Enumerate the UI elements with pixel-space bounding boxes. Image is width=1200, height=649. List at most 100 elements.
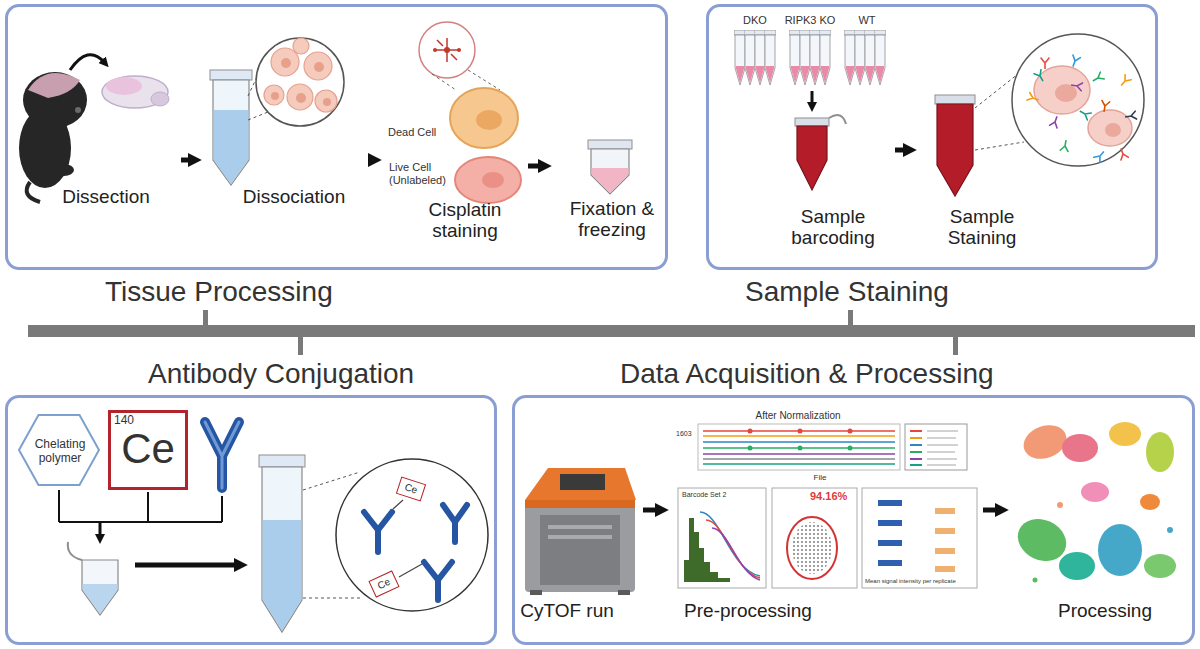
cisplatin-cells xyxy=(476,110,502,130)
normalization-chart xyxy=(798,446,803,451)
cisplatin-cells xyxy=(433,48,437,52)
process-step: Dissection xyxy=(15,38,178,218)
umap-clusters xyxy=(1033,578,1038,583)
step-label: Pre-processing xyxy=(668,600,828,622)
timeline-bar xyxy=(953,336,958,355)
brain-illustration xyxy=(102,76,169,108)
stained-cells-zoom xyxy=(1117,147,1128,160)
sample-tubes xyxy=(809,30,821,85)
cell-suspension-zoom xyxy=(323,98,331,106)
axis-title: Mean signal intensity per replicate xyxy=(865,578,975,585)
sample-tubes xyxy=(819,30,831,85)
workflow-panel: Sample StainingSample barcodingSample St… xyxy=(706,4,1158,270)
step-label: Processing xyxy=(1030,600,1180,622)
stained-cells-zoom xyxy=(1012,34,1144,166)
cell-suspension-zoom xyxy=(293,38,309,54)
process-step: Pre-processing xyxy=(672,405,980,633)
stained-cells-zoom xyxy=(1012,34,1144,166)
gating-scatter xyxy=(772,488,857,588)
cell-suspension-zoom xyxy=(304,52,332,80)
dissociation-tube xyxy=(248,112,268,120)
process-step: Processing xyxy=(1012,405,1188,633)
mixing-tube xyxy=(68,542,238,615)
mouse-illustration xyxy=(23,72,87,128)
conjugate-tube xyxy=(259,455,305,467)
stained-cells-zoom xyxy=(1091,72,1105,84)
mixing-tube xyxy=(82,560,118,615)
barcode-histogram xyxy=(700,512,760,576)
timeline-bar xyxy=(848,310,853,326)
cell-suspension-zoom xyxy=(315,90,337,112)
dissociation-tube xyxy=(213,80,249,185)
cell-suspension-zoom xyxy=(287,84,313,110)
stained-cells-zoom xyxy=(1100,100,1110,112)
normalization-chart xyxy=(703,458,895,460)
normalization-chart xyxy=(698,424,967,470)
dissociation-tube xyxy=(210,70,252,80)
umap-clusters xyxy=(1011,419,1176,582)
pooled-red-tube xyxy=(829,115,846,124)
brain-illustration xyxy=(102,76,168,108)
process-step: Sample barcoding xyxy=(722,12,892,256)
cell-suspension-zoom xyxy=(256,38,344,126)
normalization-chart xyxy=(905,424,967,470)
stained-cells-zoom xyxy=(1078,108,1092,120)
stained-red-tube xyxy=(935,95,975,104)
sample-tubes xyxy=(864,30,876,85)
umap-clusters xyxy=(1140,494,1160,510)
conjugation-inputs xyxy=(99,522,102,537)
step-label: CyTOF run xyxy=(507,600,627,622)
conjugate-tube xyxy=(262,467,302,632)
normalization-chart xyxy=(910,444,922,446)
genotype-label: RIPK3 KO xyxy=(780,14,840,27)
dissociation-tube xyxy=(214,110,249,184)
gating-scatter xyxy=(787,517,837,579)
chart-title: After Normalization xyxy=(718,410,878,422)
flow-arrow xyxy=(643,508,659,513)
stained-red-tube xyxy=(937,104,973,196)
cisplatin-cells xyxy=(444,47,450,53)
section-heading: Sample Staining xyxy=(745,276,949,308)
sample-tubes xyxy=(844,30,856,85)
replicate-intensity-panel xyxy=(935,528,955,534)
sample-tubes xyxy=(799,30,811,85)
stained-cells-zoom xyxy=(1105,123,1121,137)
replicate-intensity-panel xyxy=(935,566,955,572)
fixation-tube xyxy=(588,140,632,149)
cell-suspension-zoom xyxy=(314,62,324,72)
replicate-intensity-panel xyxy=(935,508,955,514)
genotype-label: DKO xyxy=(735,14,775,27)
cisplatin-cells xyxy=(482,172,504,188)
stained-cells-zoom xyxy=(1041,58,1049,69)
cisplatin-cells xyxy=(450,88,518,148)
cytof-instrument xyxy=(540,515,620,585)
stained-cells-zoom xyxy=(1060,139,1070,151)
step-label: Cisplatin staining xyxy=(410,200,520,242)
normalization-chart xyxy=(910,430,922,432)
gating-scatter xyxy=(772,488,857,588)
barcode-histogram xyxy=(678,488,766,588)
metal-tag: Ce xyxy=(368,570,399,597)
flow-arrow xyxy=(983,508,999,513)
umap-clusters xyxy=(1144,554,1176,578)
cytof-instrument xyxy=(525,468,636,500)
genotype-label: WT xyxy=(852,14,882,27)
stained-cells-zoom xyxy=(1055,84,1077,102)
pooled-red-tube xyxy=(797,126,827,190)
stained-cells-zoom xyxy=(1034,66,1090,114)
conjugated-antibody-zoom xyxy=(336,459,488,611)
replicate-intensity-panel xyxy=(878,560,902,566)
sample-tubes xyxy=(764,30,776,85)
cisplatin-cells xyxy=(432,74,456,90)
cytof-instrument xyxy=(530,590,542,595)
brain-illustration xyxy=(151,92,169,106)
cell-label: Live Cell (Unlabeled) xyxy=(389,161,453,186)
cytof-instrument xyxy=(525,500,635,592)
umap-clusters xyxy=(1098,524,1142,576)
normalization-chart xyxy=(703,453,895,455)
stained-cells-zoom xyxy=(1070,81,1082,91)
stained-cells-zoom xyxy=(1118,75,1131,89)
mouse-illustration xyxy=(27,182,40,202)
